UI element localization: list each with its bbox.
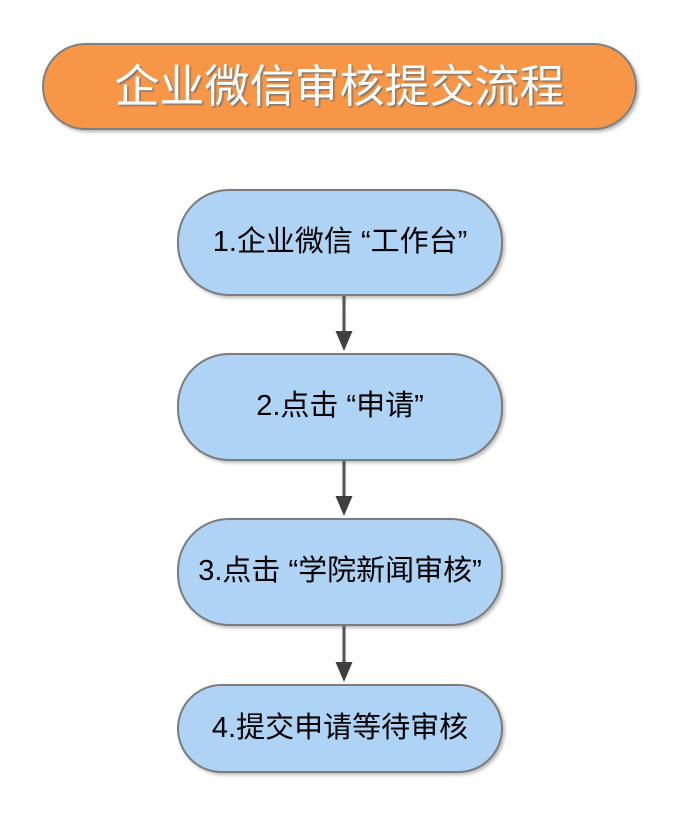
flow-node-label: 3.点击 “学院新闻审核” — [198, 555, 482, 588]
arrow-connector-3-to-4 — [329, 626, 359, 684]
flow-node-step-2[interactable]: 2.点击 “申请” — [177, 353, 503, 461]
flow-node-label: 4.提交申请等待审核 — [211, 711, 469, 744]
arrow-connector-1-to-2 — [329, 296, 359, 353]
flow-node-label: 1.企业微信 “工作台” — [212, 225, 468, 258]
flow-node-step-4[interactable]: 4.提交申请等待审核 — [177, 684, 503, 773]
flowchart-title-banner: 企业微信审核提交流程 — [42, 43, 637, 130]
arrow-connector-2-to-3 — [329, 461, 359, 518]
flow-node-step-3[interactable]: 3.点击 “学院新闻审核” — [177, 518, 503, 626]
flow-node-step-1[interactable]: 1.企业微信 “工作台” — [177, 189, 503, 296]
flow-node-label: 2.点击 “申请” — [256, 390, 424, 423]
page-title: 企业微信审核提交流程 — [114, 60, 565, 112]
